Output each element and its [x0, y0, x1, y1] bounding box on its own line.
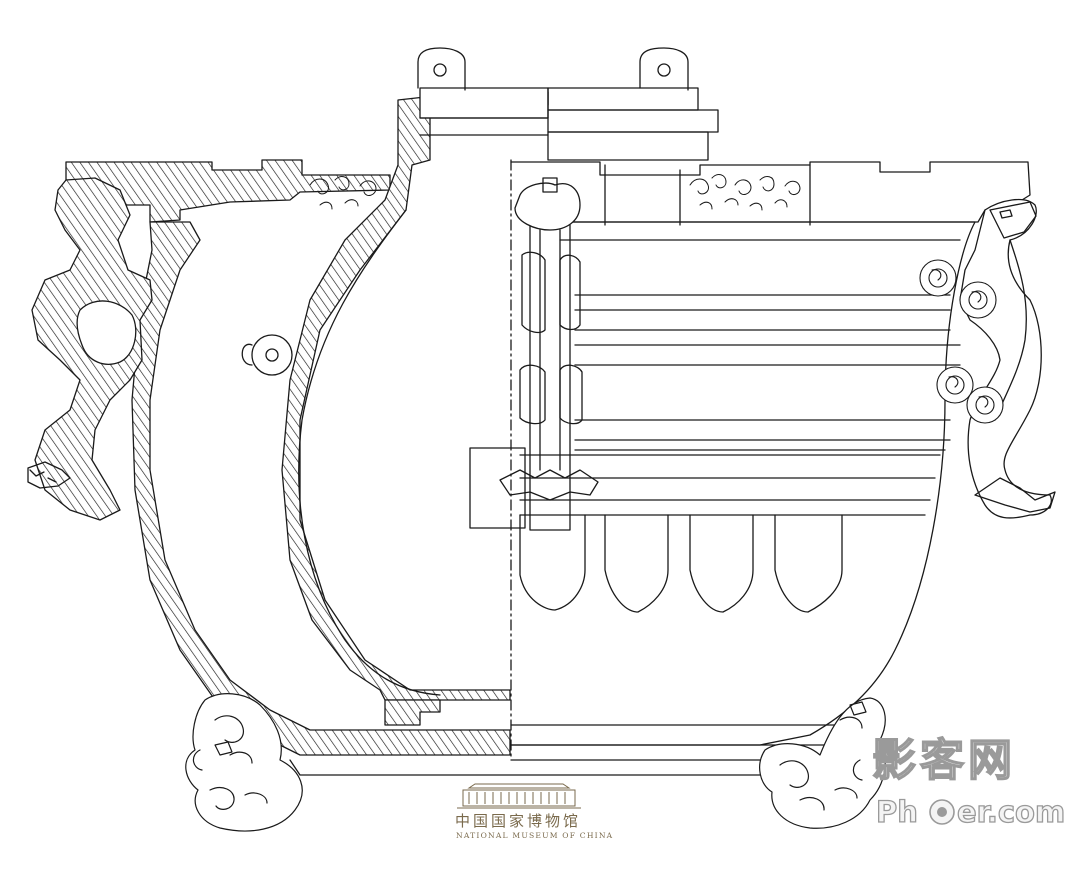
left-fin-ornament — [27, 461, 71, 489]
lotus-petals — [519, 514, 843, 613]
lid — [417, 47, 719, 161]
cloud-pattern-band — [309, 174, 801, 211]
central-rib — [469, 177, 599, 531]
watermark-text-en-pre: Ph — [876, 795, 918, 829]
rim-section — [65, 159, 391, 223]
site-watermark: 影客网 Ph er.com — [871, 734, 1066, 829]
museum-name-en: NATIONAL MUSEUM OF CHINA — [456, 831, 613, 840]
handle-head — [989, 201, 1037, 239]
rim-elevation — [510, 161, 1031, 223]
rib-feet — [499, 469, 599, 501]
watermark-text-en-post: er.com — [957, 795, 1065, 829]
body-bands — [519, 239, 961, 516]
rib-beast-upper — [521, 251, 581, 334]
lid-loop-right — [639, 47, 689, 91]
museum-name-cn: 中国国家博物馆 — [455, 812, 581, 830]
base-step — [384, 699, 441, 726]
right-handle — [959, 198, 1052, 519]
right-fin-ornament — [974, 477, 1056, 513]
museum-building-icon — [457, 783, 581, 809]
lid-loop-left — [417, 47, 466, 91]
inner-liner — [298, 209, 441, 696]
watermark-text-cn: 影客网 — [872, 735, 1016, 786]
rib-beast-lower — [519, 364, 583, 425]
shoulder-band — [604, 164, 811, 226]
handle-bosses — [919, 259, 1004, 424]
outer-wall-section — [131, 221, 511, 756]
foot-left — [185, 693, 303, 832]
camera-lens-icon — [929, 799, 955, 825]
rib-finial — [514, 182, 581, 231]
section-half — [27, 91, 549, 756]
foot-right — [759, 697, 886, 829]
handle-opening — [76, 300, 137, 365]
elevation-half — [289, 161, 1056, 776]
museum-logo: 中国国家博物馆 NATIONAL MUSEUM OF CHINA — [455, 783, 613, 840]
